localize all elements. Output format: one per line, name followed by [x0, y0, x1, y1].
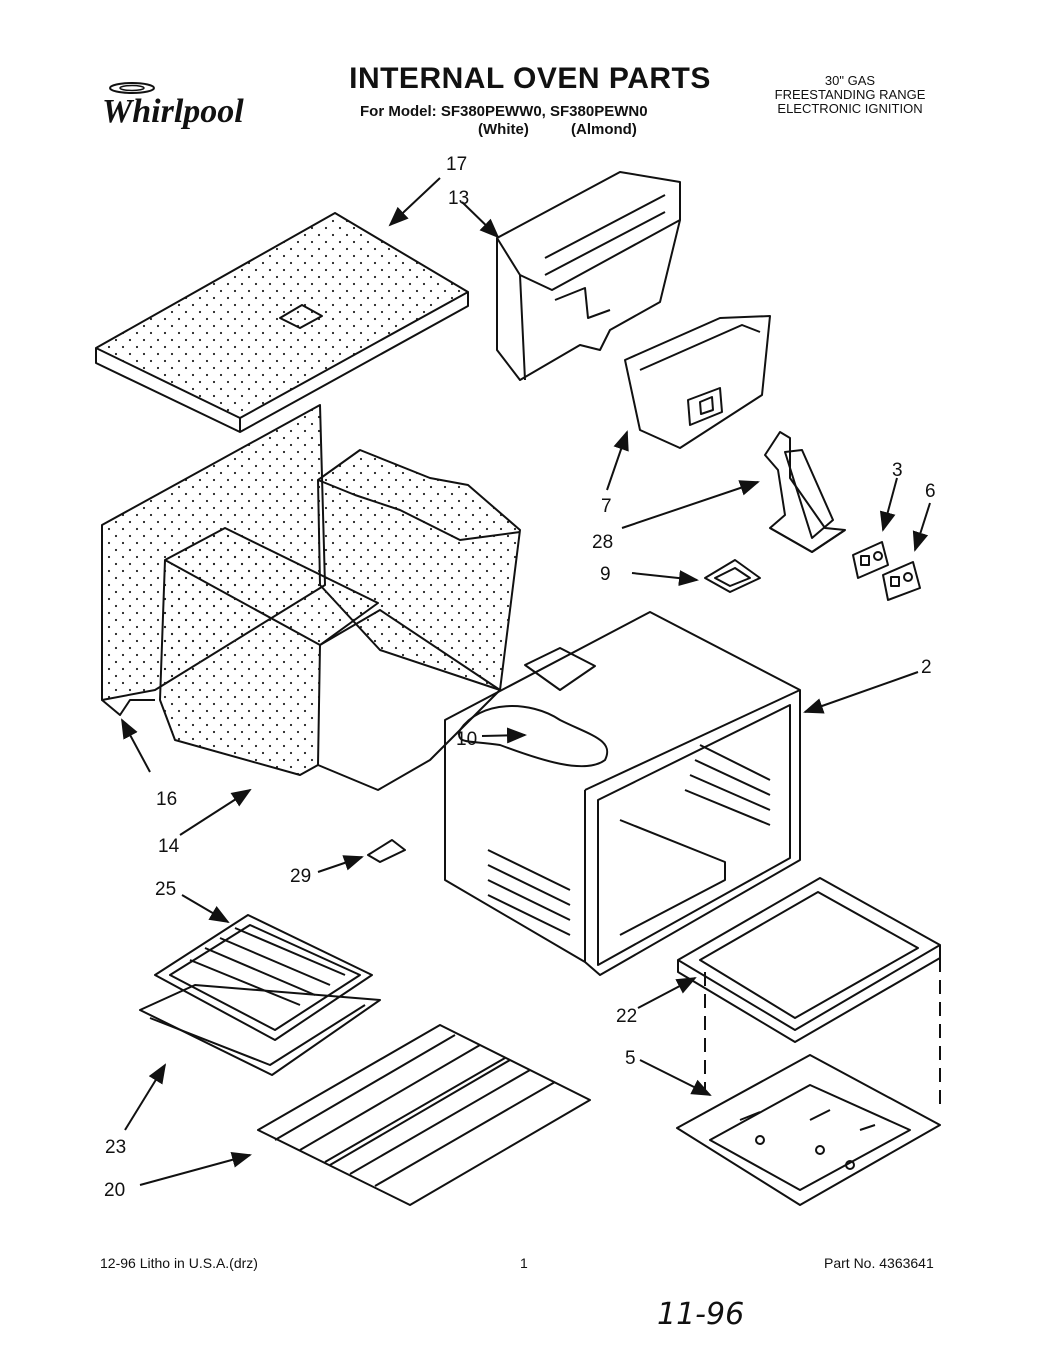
callout-9: 9: [600, 564, 611, 585]
handwritten-text: 11-96: [657, 1297, 744, 1332]
print-info: 12-96 Litho in U.S.A.(drz): [100, 1255, 258, 1271]
brand-wordmark: Whirlpool: [102, 93, 244, 130]
range-info-line: 30" GAS: [824, 73, 876, 88]
part-14-insulation: [159, 527, 501, 791]
leader-14: [179, 788, 252, 836]
leader-17: [388, 177, 441, 227]
part-3-gasket-hole: [873, 551, 883, 561]
part-6-gasket-hole: [890, 576, 900, 587]
leader-22: [637, 977, 697, 1009]
callout-20: 20: [104, 1180, 125, 1201]
leader-25: [181, 894, 230, 924]
leader-13: [461, 201, 500, 239]
leader-9: [631, 570, 699, 587]
leader-29: [317, 855, 364, 873]
callout-2: 2: [921, 657, 932, 678]
model-line: For Model: SF380PEWW0, SF380PEWN0: [360, 103, 648, 120]
range-info: 30" GAS FREESTANDING RANGE ELECTRONIC IG…: [745, 74, 955, 116]
page-number: 1: [520, 1255, 528, 1271]
whirlpool-logo: Whirlpool: [102, 82, 244, 130]
leader-23: [124, 1063, 167, 1131]
part-9-gasket: [704, 559, 761, 593]
leader-28: [621, 480, 760, 529]
callout-5: 5: [625, 1048, 636, 1069]
callout-22: 22: [616, 1006, 637, 1027]
leader-16: [121, 718, 151, 773]
page-title: INTERNAL OVEN PARTS: [349, 62, 711, 95]
range-info-line: FREESTANDING RANGE: [774, 87, 926, 102]
part-7-burner-box: [624, 315, 771, 449]
variant-white: (White): [478, 121, 529, 138]
leader-3: [879, 477, 898, 532]
part-6-gasket-hole: [903, 572, 913, 582]
part-17-top-insulation: [95, 212, 469, 433]
callout-6: 6: [925, 481, 936, 502]
range-info-line: ELECTRONIC IGNITION: [777, 101, 923, 116]
leader-6: [912, 502, 931, 552]
part-5-base-pan: [676, 1054, 941, 1206]
part-22-oven-bottom: [677, 877, 941, 1110]
callout-10: 10: [456, 729, 477, 750]
part-20-oven-rack: [257, 1024, 591, 1206]
part-number: Part No. 4363641: [824, 1255, 934, 1271]
leader-2: [803, 671, 919, 714]
leader-10: [481, 727, 527, 744]
part-3-gasket-hole: [860, 555, 870, 566]
variant-almond: (Almond): [571, 121, 637, 138]
handwritten-date-note: 11-96: [657, 1297, 744, 1332]
callout-7: 7: [601, 496, 612, 517]
leader-20: [139, 1152, 252, 1186]
callout-3: 3: [892, 460, 903, 481]
model-variants: (White) (Almond): [478, 121, 637, 138]
callout-13: 13: [448, 188, 469, 209]
part-23-broiler-pan: [139, 984, 381, 1076]
part-2-oven-cavity: [444, 611, 801, 976]
callout-14: 14: [158, 836, 180, 857]
part-25-broiler-grid: [154, 914, 373, 1041]
part-28-bracket: [764, 431, 846, 553]
leader-7: [606, 430, 629, 491]
callout-17: 17: [446, 154, 467, 175]
callout-23: 23: [105, 1137, 126, 1158]
part-13-duct: [496, 171, 681, 381]
part-6-gasket: [882, 561, 921, 601]
part-3-gasket: [852, 541, 889, 579]
callout-29: 29: [290, 866, 311, 887]
part-29-clip: [367, 839, 406, 863]
callout-28: 28: [592, 532, 613, 553]
callout-25: 25: [155, 879, 176, 900]
callout-16: 16: [156, 789, 177, 810]
leader-5: [639, 1059, 712, 1096]
